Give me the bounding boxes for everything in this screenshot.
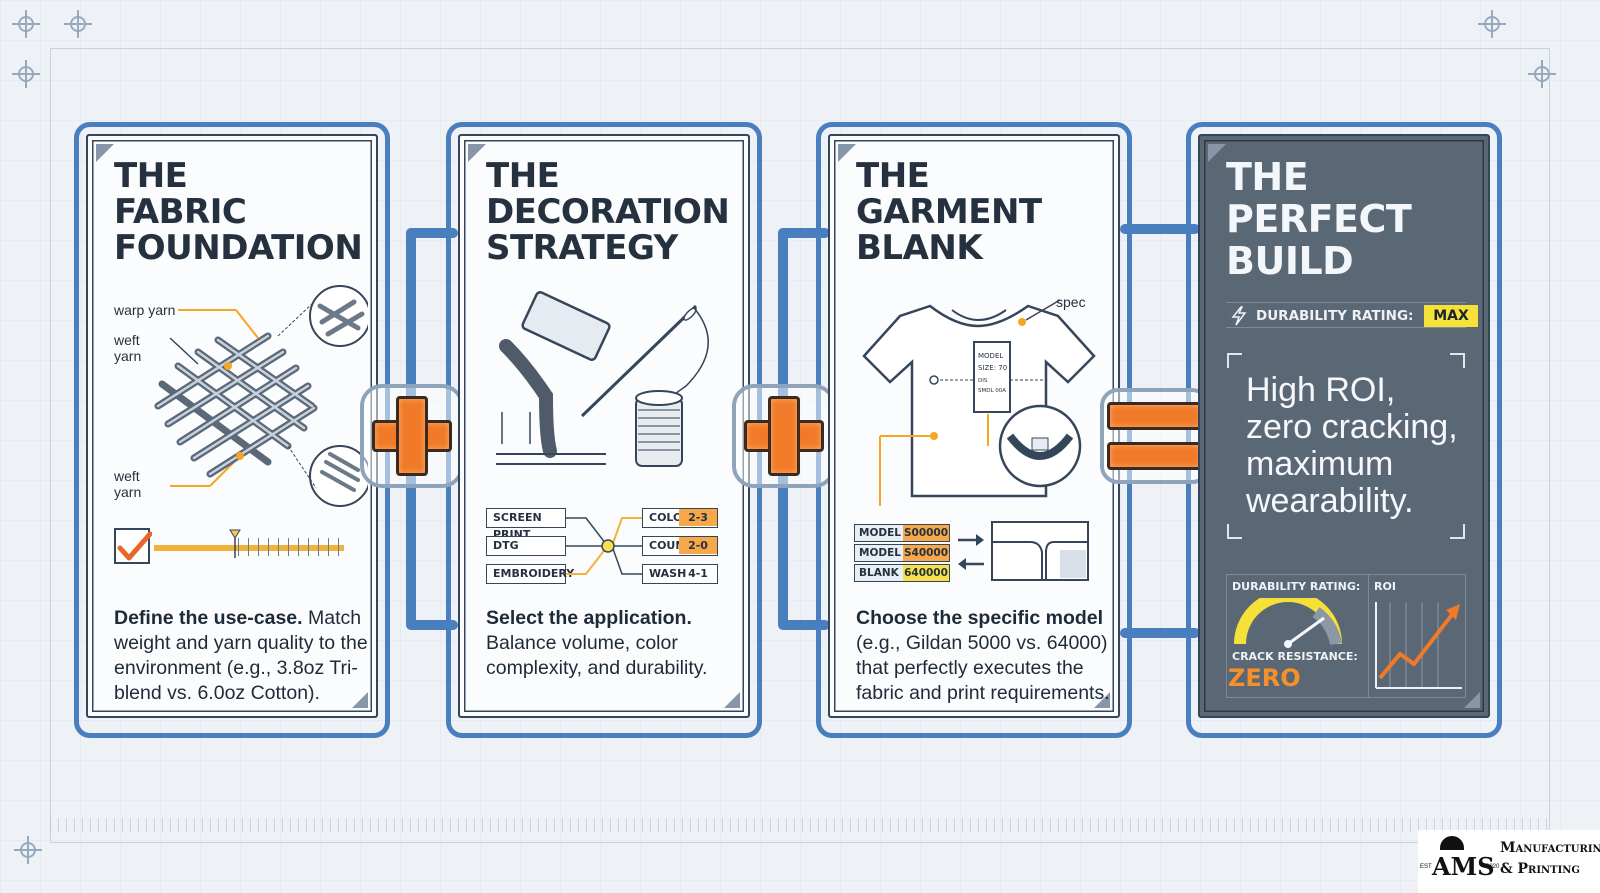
- crosshair-icon: [64, 10, 92, 38]
- slider-ticks: [238, 538, 348, 556]
- metrics-divider: [1368, 574, 1369, 698]
- bracket-frame: [1227, 353, 1465, 539]
- panel-build: THE PERFECT BUILD DURABILITY RATING: MAX…: [1198, 134, 1490, 718]
- lightning-icon: [1231, 306, 1247, 326]
- warp-yarn-label: warp yarn: [114, 302, 176, 318]
- connector-pipe: [1120, 628, 1200, 638]
- panel-title: THE GARMENT BLANK: [856, 156, 1042, 268]
- connector-pipe: [406, 228, 458, 238]
- corner-marker: [468, 144, 486, 162]
- connector-pipe: [406, 620, 458, 630]
- bottom-ruler: [50, 818, 1550, 832]
- panel-description: Select the application. Balance volume, …: [486, 607, 708, 679]
- corner-marker: [1094, 692, 1110, 708]
- check-box: [114, 528, 153, 564]
- logo-name: Manufacturing & Printing: [1500, 840, 1600, 877]
- squeegee-needle-thread-icon: [496, 291, 709, 467]
- slider-marker-icon: [229, 529, 241, 558]
- svg-text:SMDL 00A: SMDL 00A: [978, 388, 1006, 394]
- svg-text:MODEL: MODEL: [978, 352, 1003, 360]
- panel-title: THE FABRIC FOUNDATION: [114, 156, 363, 268]
- panel-fabric: THE FABRIC FOUNDATION warp yarn weft yar…: [86, 134, 378, 718]
- crosshair-icon: [12, 10, 40, 38]
- panel-description: Choose the specific model (e.g., Gildan …: [856, 607, 1110, 704]
- woven-fabric-icon: [154, 285, 368, 507]
- fabric-seam-icon: [991, 521, 1089, 581]
- roi-statement: High ROI, zero cracking, maximum wearabi…: [1246, 371, 1458, 520]
- connector-pipe: [1120, 224, 1200, 234]
- crack-resistance-value: ZERO: [1228, 664, 1301, 692]
- method-tag: EMBROIDERY: [486, 564, 574, 584]
- panel-garment: THE GARMENT BLANK spec MODEL SIZE: 70 DI…: [828, 134, 1120, 718]
- connector-lines: [566, 517, 642, 575]
- checkmark-icon: [117, 531, 153, 561]
- corner-marker: [1208, 144, 1226, 162]
- crosshair-icon: [12, 60, 40, 88]
- panel-decoration: THE DECORATION STRATEGY SCREEN PRINT DTG…: [458, 134, 750, 718]
- gauge-label: DURABILITY RATING:: [1232, 580, 1361, 593]
- equals-operator-icon: [1100, 388, 1210, 484]
- method-tag: DTG: [486, 536, 566, 556]
- panel-title: THE DECORATION STRATEGY: [486, 156, 730, 268]
- logo-abbr: AMS: [1432, 852, 1495, 881]
- metrics-box: [1226, 574, 1466, 698]
- blueprint-frame: [50, 48, 1550, 843]
- swap-arrows-icon: [958, 534, 984, 570]
- ams-logo: EST AMS 2020 Manufacturing & Printing: [1418, 830, 1600, 893]
- roi-label: ROI: [1374, 580, 1396, 593]
- corner-marker: [1464, 692, 1480, 708]
- corner-marker: [352, 692, 368, 708]
- spec-label: spec: [1056, 294, 1086, 310]
- crosshair-icon: [14, 836, 42, 864]
- sun-logo-icon: [1440, 836, 1464, 850]
- weft-yarn-label: weft yarn: [114, 332, 142, 364]
- crosshair-icon: [1528, 60, 1556, 88]
- corner-marker: [838, 144, 856, 162]
- corner-marker: [724, 692, 740, 708]
- roi-growth-chart-icon: [1375, 602, 1462, 689]
- tshirt-icon: MODEL SIZE: 70 DIS SMDL 00A: [862, 299, 1096, 506]
- durability-badge: DURABILITY RATING: MAX: [1226, 302, 1478, 328]
- svg-text:DIS: DIS: [978, 378, 988, 384]
- connector-pipe: [778, 228, 830, 238]
- crack-resistance-label: CRACK RESISTANCE:: [1232, 650, 1358, 663]
- crosshair-icon: [1478, 10, 1506, 38]
- weft-yarn-label: weft yarn: [114, 468, 142, 500]
- corner-marker: [96, 144, 114, 162]
- svg-text:SIZE: 70: SIZE: 70: [978, 364, 1007, 372]
- method-tag: SCREEN PRINT: [486, 508, 566, 541]
- panel-description: Define the use-case. Match weight and ya…: [114, 607, 368, 704]
- connector-pipe: [778, 620, 830, 630]
- plus-operator-icon: [360, 384, 464, 488]
- panel-title: THE PERFECT BUILD: [1226, 155, 1412, 283]
- durability-gauge-icon: [1234, 598, 1342, 648]
- plus-operator-icon: [732, 384, 836, 488]
